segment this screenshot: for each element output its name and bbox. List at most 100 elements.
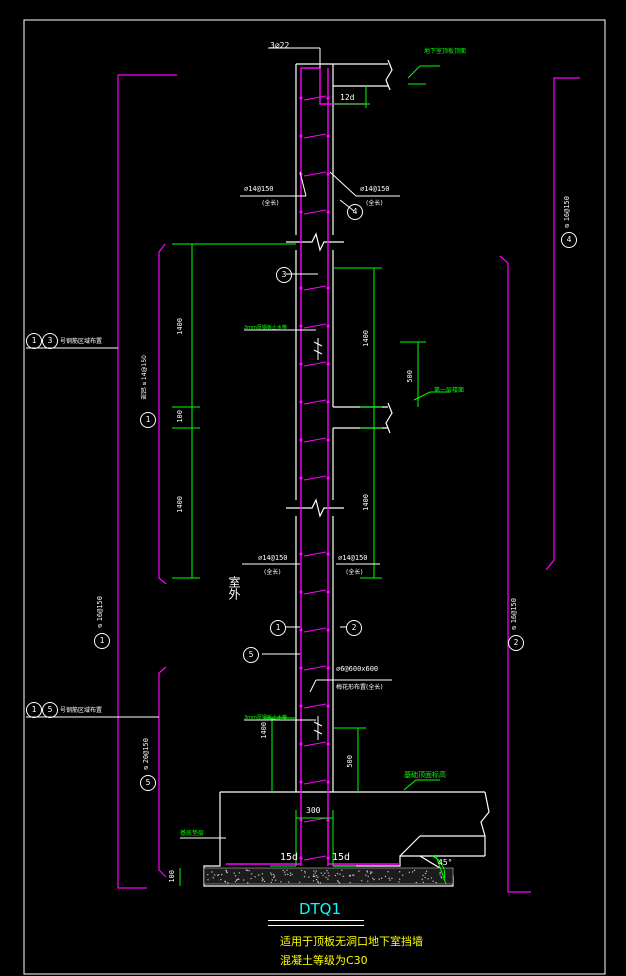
hatch-dot xyxy=(422,881,424,884)
hatch-dot xyxy=(258,874,260,876)
r4-text: ⌀16@150 xyxy=(563,196,571,230)
rebar-dot xyxy=(299,856,303,860)
hatch-dot xyxy=(337,881,339,883)
hatch-dot xyxy=(325,876,327,878)
hatch-dot xyxy=(273,876,275,879)
dim-1400-upper-right: 1400 xyxy=(362,330,370,347)
rebar-dot xyxy=(299,286,303,290)
hatch-dot xyxy=(439,871,441,874)
hatch-dot xyxy=(425,870,428,873)
hatch-dot xyxy=(317,881,320,884)
callout-13-bubble-b: 3 xyxy=(42,333,58,349)
rebar-dot xyxy=(326,362,330,366)
bottom-left-note: 基底垫层 xyxy=(180,830,205,837)
callout-15-bubble-a: 1 xyxy=(26,702,42,718)
left-upper-rebar-a: ⌀14@150 xyxy=(244,185,274,193)
hatch-dot xyxy=(270,881,273,884)
hatch-dot xyxy=(317,880,319,883)
dim-45: 45° xyxy=(438,858,453,867)
left-lower-rebar-b: (全长) xyxy=(264,569,281,576)
hatch-dot xyxy=(291,873,293,876)
hatch-dot xyxy=(432,880,434,882)
tie-mark xyxy=(303,703,327,709)
hatch-dot xyxy=(289,872,292,874)
hatch-dot xyxy=(328,875,330,877)
bubble-1: 1 xyxy=(270,620,286,636)
hatch-dot xyxy=(282,869,284,871)
hatch-dot xyxy=(430,877,433,879)
hatch-dot xyxy=(367,880,369,883)
dimension-lines xyxy=(172,65,450,886)
tie-mark xyxy=(303,817,327,823)
hatch-dot xyxy=(389,879,391,881)
right-upper-rebar-a: ⌀14@150 xyxy=(360,185,390,193)
hatch-dot xyxy=(336,880,339,882)
hatch-dot xyxy=(440,875,442,878)
tie-mark xyxy=(303,95,327,101)
tie-mark xyxy=(303,741,327,747)
tie-rebar-a: ⌀6@600x600 xyxy=(336,665,379,673)
hatch-dot xyxy=(322,874,324,877)
left-lower-rebar-a: ⌀14@150 xyxy=(258,554,288,562)
hatch-dot xyxy=(327,872,329,874)
rebar-dot xyxy=(326,210,330,214)
hatch-dot xyxy=(250,877,252,880)
rebar-dot xyxy=(326,476,330,480)
rebar-dot xyxy=(299,666,303,670)
rebar-dot xyxy=(299,400,303,404)
hatch-dot xyxy=(300,869,303,872)
r4-bubble: 4 xyxy=(561,232,577,248)
hatch-dot xyxy=(424,876,426,879)
tie-mark xyxy=(303,437,327,443)
right-zone-lower xyxy=(499,255,531,893)
hatch-dot xyxy=(248,869,250,872)
hatch-dots xyxy=(207,869,446,884)
leaders xyxy=(26,47,400,839)
hatch-dot xyxy=(273,875,276,878)
hatch-dot xyxy=(427,878,429,880)
rebar-dot xyxy=(326,590,330,594)
hatch-dot xyxy=(380,877,383,880)
rebar-dot xyxy=(299,362,303,366)
rebar-dot xyxy=(326,818,330,822)
hatch-dot xyxy=(304,872,306,874)
top-bar-label: 3⌀22 xyxy=(270,41,290,50)
hatch-dot xyxy=(366,871,369,873)
dim-1400-lower-right: 1400 xyxy=(362,494,370,511)
hatch-dot xyxy=(272,873,275,876)
hatch-dot xyxy=(327,878,329,880)
tie-mark xyxy=(303,627,327,633)
tie-mark xyxy=(303,399,327,405)
hatch-dot xyxy=(227,882,229,884)
hatch-dot xyxy=(369,871,372,873)
hatch-dot xyxy=(303,875,306,878)
hatch-dot xyxy=(234,875,237,877)
rebar-dot xyxy=(299,780,303,784)
rebar-dot xyxy=(299,134,303,138)
foundation-top-label: 基础顶面标高 xyxy=(404,771,446,779)
rebar-dot xyxy=(326,134,330,138)
tie-mark xyxy=(303,475,327,481)
hatch-dot xyxy=(365,874,367,876)
outdoor-label: 室外 xyxy=(227,576,241,600)
tie-mark xyxy=(303,665,327,671)
top-level-label: 地下室顶板顶面 xyxy=(424,48,467,55)
right-zone-upper xyxy=(545,77,580,571)
top-cover-label: 12d xyxy=(340,93,355,102)
right-upper-rebar-b: (全长) xyxy=(366,200,383,207)
hatch-dot xyxy=(212,877,214,879)
r2-text: ⌀16@150 xyxy=(510,598,518,632)
hatch-dot xyxy=(369,872,372,875)
hatch-dot xyxy=(238,872,241,874)
hatch-dot xyxy=(313,870,315,872)
hatch-dot xyxy=(312,874,315,876)
hatch-dot xyxy=(237,878,240,880)
rebar-dot xyxy=(326,172,330,176)
hatch-dot xyxy=(217,874,220,876)
hatch-dot xyxy=(398,881,400,883)
hatch-dot xyxy=(334,874,337,877)
bubble-4: 4 xyxy=(347,204,363,220)
hatch-dot xyxy=(221,873,223,876)
